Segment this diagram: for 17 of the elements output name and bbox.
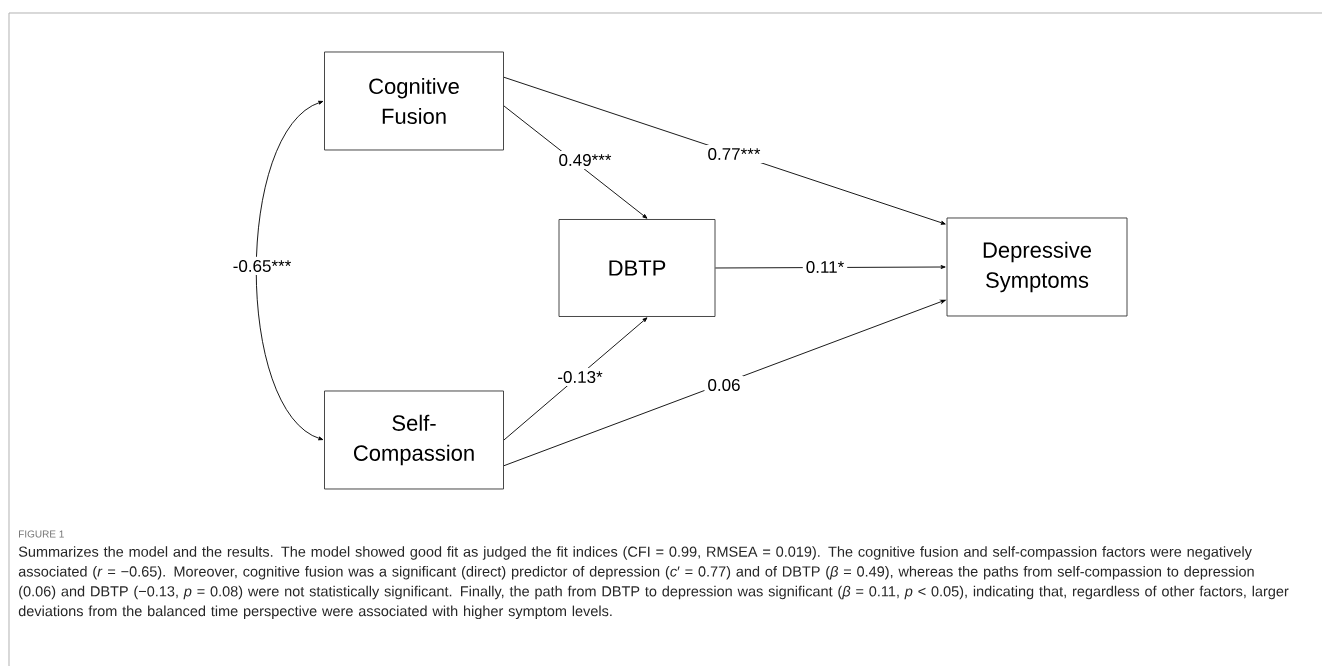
arrow	[255, 100, 324, 441]
variable-box: Self-Compassion	[324, 390, 504, 490]
edge-label: 0.77***	[704, 145, 764, 163]
variable-box: DBTP	[558, 219, 716, 317]
arrow	[503, 299, 946, 467]
edge-label: -0.13*	[554, 368, 606, 386]
figure-label: FIGURE 1	[19, 530, 64, 538]
arrow	[503, 105, 648, 219]
caption: Summarizes the model and the results. The model showed good fit as judged the fit indices (CFI = 0.99, RMSEA = 0.019). The cognitive fusion and self-compassion factors were negatively associated (r = −0.65). Moreover, cognitive fusion was a significant (direct) predictor of depression (c′ = 0.77) and of DBTP (β = 0.49), whereas the paths from self-compassion to depression (0.06) and DBTP (−0.13, p = 0.08) were not statistically significant. Finally, the path from DBTP to depression was significant (β = 0.11, p < 0.05), indicating that, regardless of other factors, larger deviations from the balanced time perspective were associated with higher symptom levels.	[18, 546, 1289, 620]
edge-label: 0.06	[704, 376, 744, 394]
edge-label: 0.49***	[555, 151, 615, 169]
arrow	[503, 317, 648, 441]
variable-box: Depressive Symptoms	[946, 217, 1128, 317]
arrow	[503, 76, 946, 225]
edge-label: -0.65***	[229, 257, 295, 275]
variable-box: Cognitive Fusion	[324, 51, 504, 151]
edge-label: 0.11*	[802, 258, 848, 276]
